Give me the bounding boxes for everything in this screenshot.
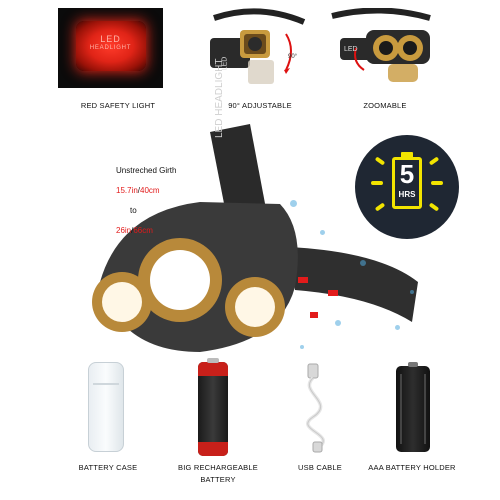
battery-hours: 5: [399, 159, 415, 189]
girth-slash: /: [137, 186, 141, 195]
girth-max: 26in/66cm: [116, 226, 153, 235]
battery-icon: [392, 157, 422, 209]
girth-min-cm: 40cm: [140, 186, 160, 195]
water-drop: [410, 290, 414, 294]
battery-hours-label: HRS: [398, 190, 416, 199]
girth-to: to: [130, 206, 137, 215]
battery-case-image: [88, 362, 124, 452]
panel3-band-text: LED: [344, 46, 358, 53]
aaa-battery-holder-image: [396, 362, 430, 452]
caption-usb-cable: USB CABLE: [298, 463, 342, 472]
water-drop: [290, 200, 297, 207]
led-label: LED: [100, 34, 121, 44]
angle-text: 90°: [288, 54, 298, 60]
caption-battery-line1: BIG RECHARGEABLE: [178, 463, 258, 472]
spark-mark: [374, 202, 386, 212]
caption-battery-case: BATTERY CASE: [78, 463, 138, 472]
spark-mark: [428, 202, 440, 212]
caption-zoomable: ZOOMABLE: [363, 101, 407, 110]
caption-adjustable: 90° ADJUSTABLE: [228, 101, 292, 110]
rechargeable-battery-image: [198, 358, 228, 456]
adjustable-illustration: [210, 8, 306, 84]
girth-max-cm: 66cm: [133, 226, 153, 235]
red-light-glow: [76, 21, 146, 71]
girth-title: Unstreched Girth: [116, 166, 177, 175]
battery-life-badge: 5 HRS: [355, 135, 459, 239]
spark-mark: [371, 181, 383, 185]
water-drop: [335, 320, 341, 326]
adjustable-photo: LED 90°: [204, 8, 314, 88]
girth-slash: /: [131, 226, 134, 235]
girth-max-in: 26in: [116, 226, 132, 235]
spark-mark: [374, 156, 386, 166]
water-drop: [360, 260, 366, 266]
spark-mark: [428, 156, 440, 166]
caption-aaa-holder: AAA BATTERY HOLDER: [368, 463, 456, 472]
caption-red-safety-light: RED SAFETY LIGHT: [80, 101, 156, 110]
strap-text: LED HEADLIGHT: [214, 58, 225, 138]
zoomable-illustration: [331, 8, 431, 82]
water-drop: [395, 325, 400, 330]
girth-min: 15.7in/40cm: [116, 186, 160, 195]
usb-cable-image: [306, 363, 325, 453]
spark-mark: [431, 181, 443, 185]
caption-battery-line2: BATTERY: [200, 475, 236, 484]
battery-nub: [401, 152, 413, 158]
headlight-label: HEADLIGHT: [89, 45, 132, 51]
red-safety-light-photo: LED HEADLIGHT: [58, 8, 163, 88]
water-drop: [320, 230, 325, 235]
water-drop: [300, 345, 304, 349]
girth-min-in: 15.7in: [116, 186, 138, 195]
zoomable-photo: LED: [326, 8, 436, 88]
headlamp-illustration: [92, 124, 418, 352]
